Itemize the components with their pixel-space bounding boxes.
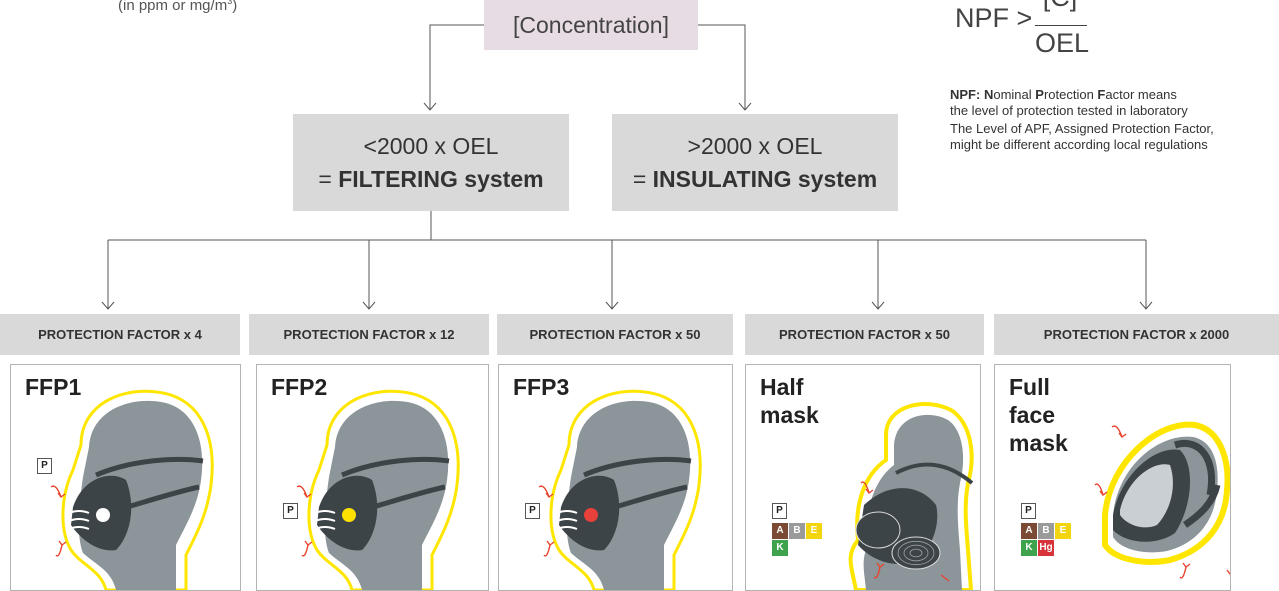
apf-note-line1: The Level of APF, Assigned Protection Fa… — [950, 121, 1214, 136]
mask-title: Half mask — [760, 374, 819, 428]
gas-filter-code-a: A — [772, 523, 788, 539]
particle-filter-badge: P — [525, 503, 540, 519]
npf-definition-line2: the level of protection tested in labora… — [950, 103, 1188, 118]
mask-card-ffp3: FFP3 P — [498, 364, 733, 591]
particle-filter-badge: P — [283, 503, 298, 519]
respirator-illustration — [538, 389, 702, 590]
protection-factor-header-ffp1: PROTECTION FACTOR x 4 — [0, 314, 240, 355]
fraction-bar — [1035, 25, 1087, 26]
filtering-threshold: <2000 x OEL — [363, 132, 499, 159]
mask-card-ffp1: FFP1 P — [10, 364, 241, 591]
particle-filter-badge: P — [37, 458, 52, 474]
mask-title: FFP2 — [271, 374, 328, 400]
mask-title: FFP3 — [513, 374, 570, 400]
protection-factor-header-half-mask: PROTECTION FACTOR x 50 — [745, 314, 984, 355]
gas-filter-code-k: K — [772, 540, 788, 556]
particle-filter-badge: P — [1021, 503, 1036, 519]
mask-title: FFP1 — [25, 374, 82, 400]
respirator-illustration — [296, 389, 460, 590]
gas-filter-code-hg: Hg — [1038, 540, 1054, 556]
mask-card-ffp2: FFP2 P — [256, 364, 489, 591]
insulating-threshold: >2000 x OEL — [687, 132, 823, 159]
protection-factor-header-full-face: PROTECTION FACTOR x 2000 — [994, 314, 1279, 355]
npf-definition-fragment: F — [1097, 87, 1106, 102]
gas-filter-code-k: K — [1021, 540, 1037, 556]
gas-filter-code-a: A — [1021, 523, 1037, 539]
filtering-system-box: <2000 x OEL = FILTERING system — [293, 114, 569, 211]
particle-filter-badge: P — [772, 503, 787, 519]
gas-filter-code-e: E — [806, 523, 822, 539]
apf-note: The Level of APF, Assigned Protection Fa… — [950, 121, 1214, 153]
npf-definition-fragment: rotection — [1043, 87, 1098, 102]
full-face-mask-illustration — [1094, 421, 1230, 579]
npf-definition-line1: NPF: Nominal Protection Factor means — [950, 87, 1188, 103]
npf-definition: NPF: Nominal Protection Factor means the… — [950, 87, 1188, 119]
npf-definition-fragment: P — [1035, 87, 1044, 102]
concentration-unit-note: (in ppm or mg/m3) — [118, 0, 238, 14]
protection-factor-header-ffp2: PROTECTION FACTOR x 12 — [249, 314, 489, 355]
apf-note-line2: might be different according local regul… — [950, 137, 1208, 152]
formula-numerator: [C] — [1035, 0, 1085, 13]
gas-filter-code-e: E — [1055, 523, 1071, 539]
respirator-illustration — [50, 389, 214, 590]
npf-definition-fragment: actor means — [1105, 87, 1177, 102]
gas-filter-code-b: B — [1038, 523, 1054, 539]
concentration-box: [Concentration] — [484, 0, 698, 50]
formula-lhs: NPF > — [955, 3, 1033, 33]
insulating-system-label: = INSULATING system — [632, 165, 878, 192]
concentration-label: [Concentration] — [513, 11, 669, 38]
npf-definition-fragment: NPF: N — [950, 87, 994, 102]
formula-denominator: OEL — [1035, 28, 1090, 58]
mask-title: Full face mask — [1009, 374, 1068, 456]
gas-filter-code-b: B — [789, 523, 805, 539]
npf-definition-fragment: ominal — [993, 87, 1036, 102]
insulating-system-box: >2000 x OEL = INSULATING system — [612, 114, 898, 211]
filtering-system-label: = FILTERING system — [318, 165, 544, 192]
half-mask-illustration — [848, 402, 974, 590]
protection-factor-header-ffp3: PROTECTION FACTOR x 50 — [497, 314, 733, 355]
